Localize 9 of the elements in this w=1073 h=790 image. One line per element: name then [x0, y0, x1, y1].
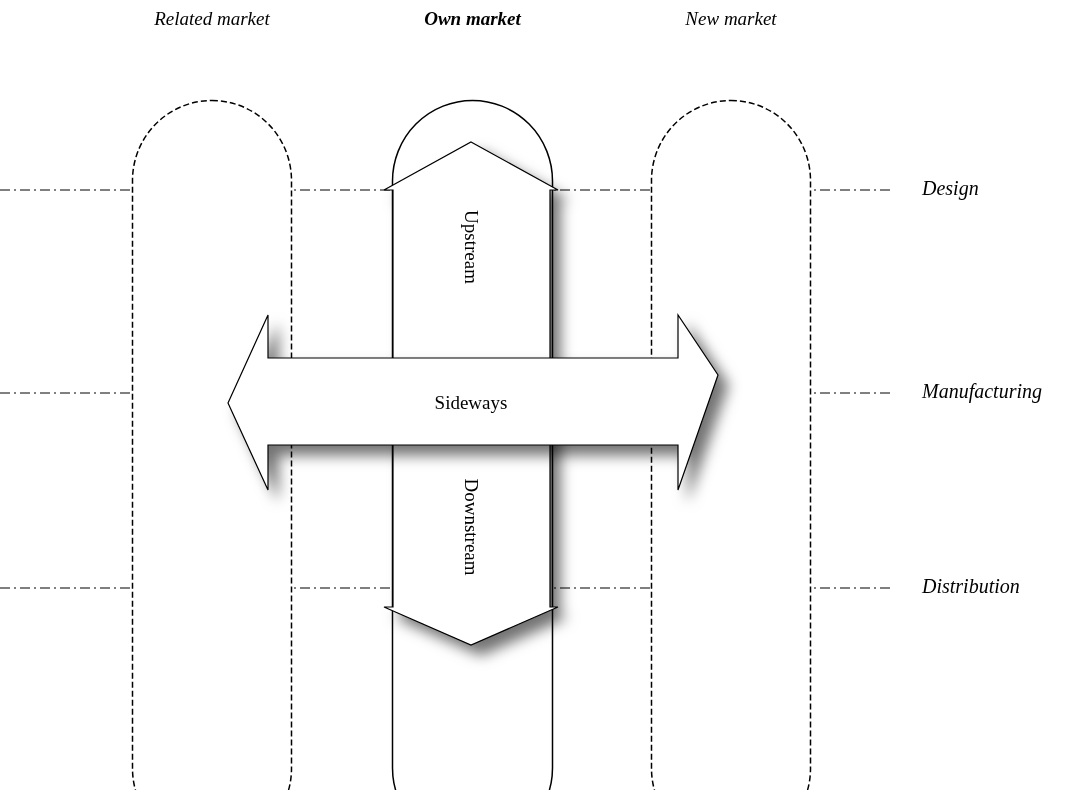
- arrow-label: Sideways: [434, 392, 508, 414]
- arrow-label: Upstream: [460, 210, 482, 284]
- arrow-label: Downstream: [460, 478, 482, 576]
- stage-label: Manufacturing: [922, 380, 1042, 403]
- stage-label: Distribution: [922, 575, 1020, 598]
- stage-label: Design: [922, 177, 979, 200]
- market-heading: Related market: [154, 8, 270, 30]
- market-heading: Own market: [424, 8, 521, 30]
- market-heading: New market: [685, 8, 777, 30]
